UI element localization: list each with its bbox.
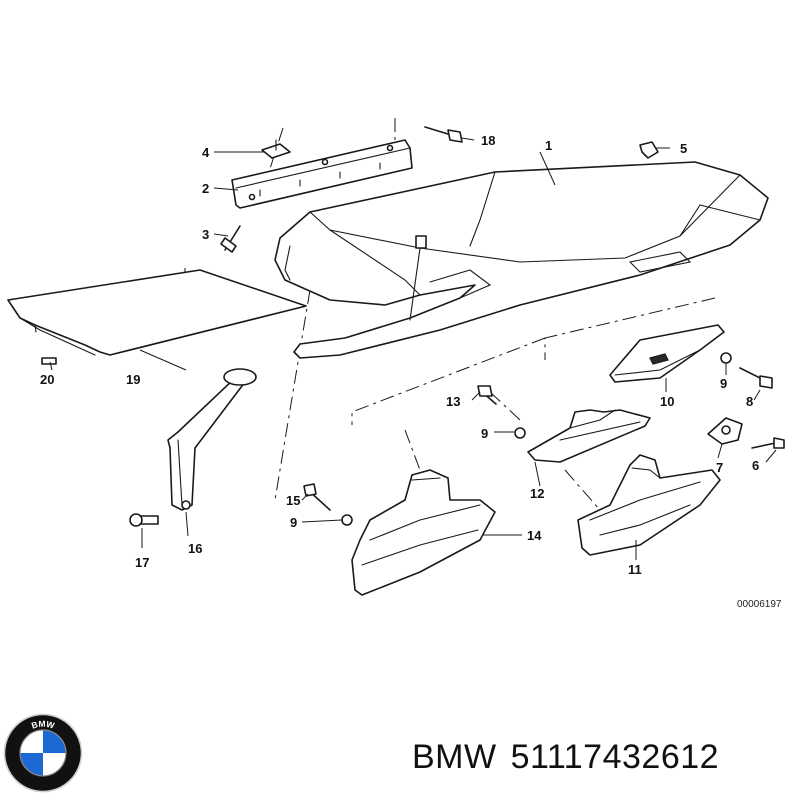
- assembly-dashed-lines: [184, 118, 716, 511]
- callout-5: 5: [680, 141, 687, 156]
- callout-3: 3: [202, 227, 209, 242]
- small-latch-part-7: [707, 417, 743, 445]
- callout-4: 4: [202, 145, 210, 160]
- callout-7: 7: [716, 460, 723, 475]
- callout-9-right: 9: [720, 376, 727, 391]
- callout-9-middle: 9: [481, 426, 488, 441]
- brand-name: BMW: [412, 738, 497, 776]
- screw-part-6: [751, 437, 785, 449]
- stay-arm: [167, 368, 257, 511]
- callout-16: 16: [188, 541, 202, 556]
- callout-13: 13: [446, 394, 460, 409]
- screw-washer-part-13: [477, 385, 526, 439]
- bolt-part-18: [424, 126, 463, 143]
- callout-labels: 1 2 3 4 5 18 19 20 16 17 10 9 8 7 6 13 9…: [40, 133, 782, 610]
- screw-washer-part-15: [303, 483, 353, 526]
- screw-part-20: [41, 357, 57, 365]
- screw-part-3: [220, 225, 241, 253]
- glovebox-lid: [7, 269, 307, 356]
- handle-part-11: [577, 454, 721, 556]
- part-number: 51117432612: [510, 738, 720, 776]
- clip-part-5: [639, 141, 659, 159]
- pin-part-17: [129, 513, 159, 527]
- callout-19: 19: [126, 372, 140, 387]
- latch-bracket: [609, 324, 725, 383]
- callout-17: 17: [135, 555, 149, 570]
- leader-lines: [49, 137, 777, 560]
- glovebox-body: [274, 161, 769, 359]
- callout-10: 10: [660, 394, 674, 409]
- bmw-logo: BMW: [3, 713, 83, 793]
- callout-6: 6: [752, 458, 759, 473]
- callout-1: 1: [545, 138, 552, 153]
- callout-2: 2: [202, 181, 209, 196]
- callout-12: 12: [530, 486, 544, 501]
- handle-part-14: [351, 469, 496, 596]
- callout-8: 8: [746, 394, 753, 409]
- callout-9-left: 9: [290, 515, 297, 530]
- callout-15: 15: [286, 493, 300, 508]
- logo-lettering: BMW: [30, 719, 56, 731]
- svg-text:BMW: BMW: [30, 719, 56, 731]
- clip-part-4: [261, 139, 291, 159]
- striker-plate: [527, 409, 651, 463]
- callout-14: 14: [527, 528, 542, 543]
- callout-18: 18: [481, 133, 495, 148]
- washer-screw-right: [720, 352, 773, 389]
- hinge-bar: [231, 139, 413, 209]
- callout-20: 20: [40, 372, 54, 387]
- reference-number: 00006197: [737, 599, 782, 610]
- part-caption: BMW 51117432612: [412, 738, 733, 777]
- callout-11: 11: [628, 562, 642, 577]
